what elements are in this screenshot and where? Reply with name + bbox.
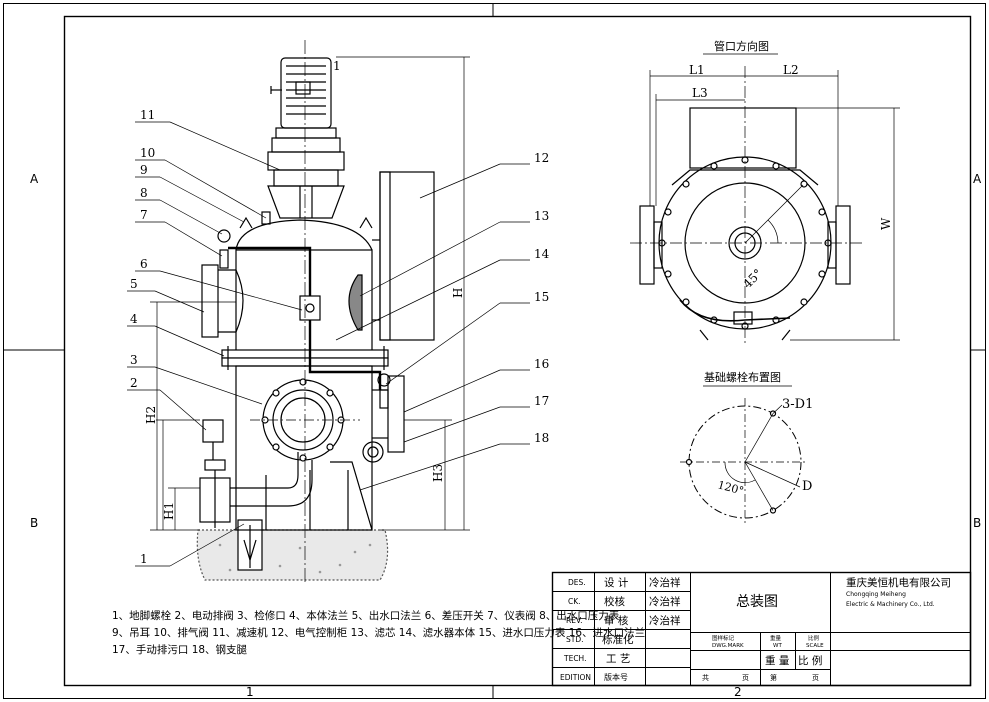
tb-code-std: STD. <box>566 635 584 644</box>
title-block <box>551 571 972 687</box>
scale-en: SCALE <box>806 643 824 649</box>
balloon-4: 4 <box>130 312 138 326</box>
balloon-18: 18 <box>534 431 549 445</box>
angle-120: 120° <box>716 478 745 497</box>
tb-label-tech: 工 艺 <box>606 653 630 665</box>
tb-code-edition: EDITION <box>560 673 591 682</box>
balloon-13: 13 <box>534 209 549 223</box>
column-label-1: 1 <box>246 685 254 699</box>
dim-h: H <box>451 288 465 298</box>
inner-border <box>63 15 972 687</box>
tb-code-des: DES. <box>568 578 586 587</box>
scale-cn: 比例 <box>808 634 820 642</box>
company-en-2: Electric & Machinery Co., Ltd. <box>846 601 935 608</box>
angle-45: 45° <box>740 266 765 291</box>
tb-label-check: 校核 <box>604 595 625 608</box>
tb-label-edition: 版本号 <box>604 672 628 682</box>
balloon-6: 6 <box>140 257 148 271</box>
mark-cn: 图样标记 <box>712 634 735 642</box>
legend-line: 1、地脚螺栓 2、电动排阀 3、检修口 4、本体法兰 5、出水口法兰 6、差压开… <box>112 610 620 622</box>
zone-label-a-right: A <box>973 172 982 186</box>
zone-label-a-left: A <box>30 172 39 186</box>
balloon-11: 11 <box>140 108 155 122</box>
weight-label: 重 量 <box>765 654 790 667</box>
sheet-current: 第 <box>770 673 777 682</box>
balloon-14: 14 <box>534 247 550 261</box>
parts-legend: 1、地脚螺栓 2、电动排阀 3、检修口 4、本体法兰 5、出水口法兰 6、差压开… <box>112 608 646 659</box>
tb-name-check: 冷治祥 <box>649 595 681 608</box>
sheet-current-unit: 页 <box>812 674 819 682</box>
balloon-16: 16 <box>534 357 549 371</box>
column-label-2: 2 <box>734 685 742 699</box>
zone-label-b-left: B <box>30 516 38 530</box>
legend-line: 17、手动排污口 18、钢支腿 <box>112 644 248 656</box>
tb-code-ck: CK. <box>568 597 581 606</box>
company-name: 重庆美恒机电有限公司 <box>846 576 951 589</box>
dim-l1: L1 <box>689 63 705 77</box>
balloon-8: 8 <box>140 186 148 200</box>
nozzle-view-title: 管口方向图 <box>714 39 769 53</box>
dim-h2: H2 <box>144 406 158 424</box>
balloon-12: 12 <box>534 151 549 165</box>
weight-cn: 重量 <box>770 634 782 642</box>
tb-label-design: 设 计 <box>604 576 629 589</box>
scale-label: 比 例 <box>798 654 822 667</box>
balloon-3: 3 <box>130 353 138 367</box>
tb-code-tech: TECH. <box>563 654 586 663</box>
balloon-motor: 1 <box>333 59 341 73</box>
dim-h3: H3 <box>431 464 445 482</box>
tb-name-review: 冷治祥 <box>649 614 681 627</box>
dim-w: W <box>879 217 893 230</box>
dim-h1: H1 <box>162 502 176 520</box>
balloon-17: 17 <box>534 394 549 408</box>
company-en-1: Chongqing Meiheng <box>846 591 906 598</box>
balloon-5: 5 <box>130 277 138 291</box>
bolt-circle-d: D <box>802 479 812 494</box>
sheet-total: 共 <box>702 673 709 682</box>
nozzle-view <box>630 53 900 345</box>
outer-border <box>3 3 986 699</box>
balloon-1: 1 <box>140 552 148 566</box>
tb-label-std: 标准化 <box>602 633 634 646</box>
bolt-view-title: 基础螺栓布置图 <box>704 370 781 384</box>
dim-l3: L3 <box>692 86 708 100</box>
balloon-9: 9 <box>140 163 148 177</box>
zone-label-b-right: B <box>973 516 981 530</box>
balloon-10: 10 <box>140 146 155 160</box>
mark-en: DWG.MARK <box>712 643 744 649</box>
dim-l2: L2 <box>783 63 799 77</box>
tb-name-design: 冷治祥 <box>649 576 681 589</box>
weight-en: WT <box>773 643 782 649</box>
tb-label-review: 审 核 <box>604 614 629 627</box>
balloon-2: 2 <box>130 376 138 390</box>
balloon-15: 15 <box>534 290 549 304</box>
legend-line: 9、吊耳 10、排气阀 11、减速机 12、电气控制柜 13、滤芯 14、滤水器… <box>112 627 646 639</box>
sheet-total-unit: 页 <box>742 674 749 682</box>
bolt-count-label: 3-D1 <box>782 397 813 412</box>
bolt-layout-view <box>680 385 806 526</box>
balloon-7: 7 <box>140 208 148 222</box>
drawing-title: 总装图 <box>736 594 778 610</box>
tb-code-rev: REV. <box>566 616 583 625</box>
front-view <box>127 40 530 585</box>
